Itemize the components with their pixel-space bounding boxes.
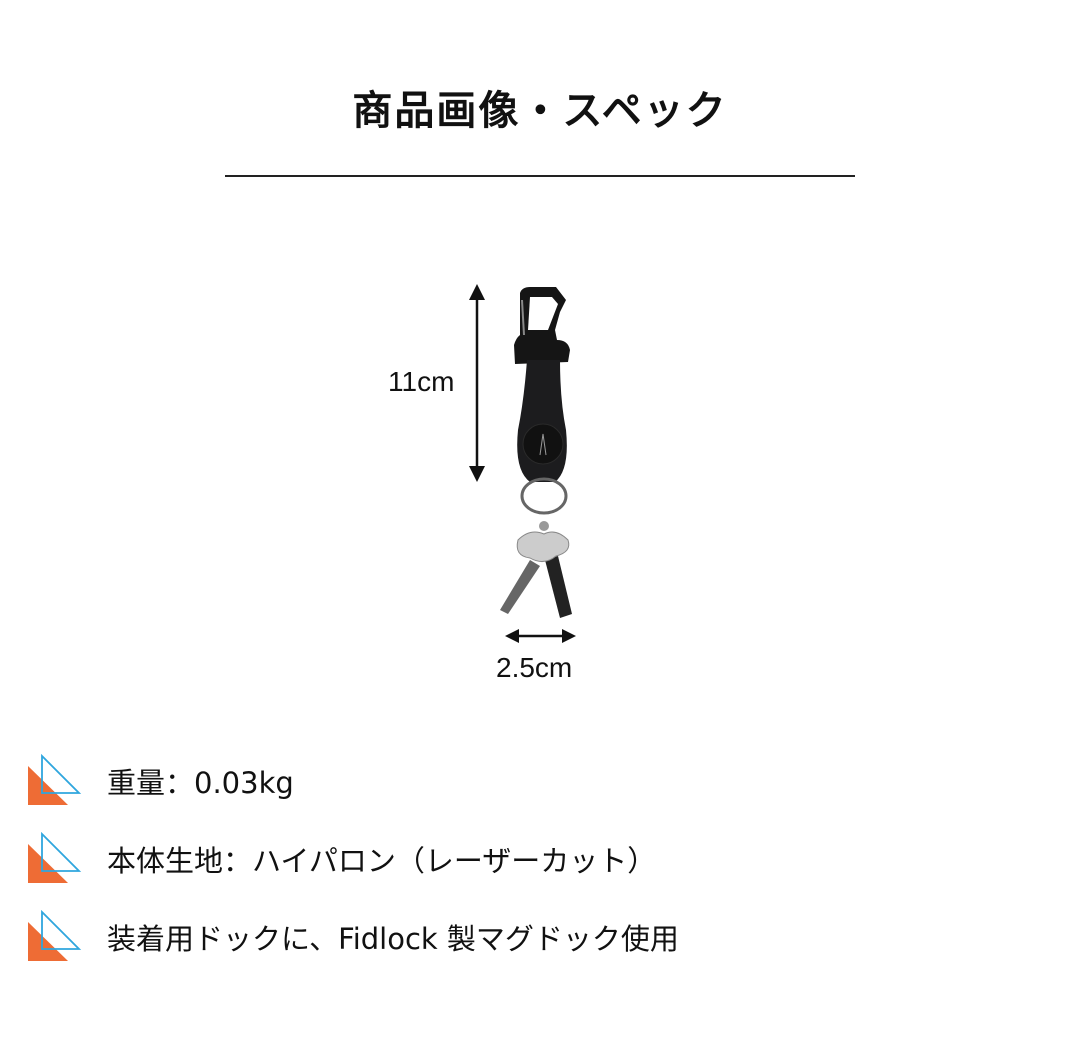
height-arrow xyxy=(469,284,485,482)
spec-text: 本体生地：ハイパロン（レーザーカット） xyxy=(107,844,657,878)
page-title: 商品画像・スペック xyxy=(352,88,728,134)
triangle-bullet-icon xyxy=(28,754,82,805)
triangle-bullet-icon xyxy=(28,832,82,883)
height-label: 11cm xyxy=(388,366,455,397)
title-divider xyxy=(225,175,855,177)
product-image xyxy=(469,284,576,643)
spec-text: 重量：0.03kg xyxy=(107,766,294,800)
keychain-illustration xyxy=(500,287,572,618)
width-label: 2.5cm xyxy=(496,652,573,683)
triangle-bullet-icon xyxy=(28,910,82,961)
spec-text: 装着用ドックに、Fidlock 製マグドック使用 xyxy=(107,922,679,956)
width-arrow xyxy=(505,629,576,643)
